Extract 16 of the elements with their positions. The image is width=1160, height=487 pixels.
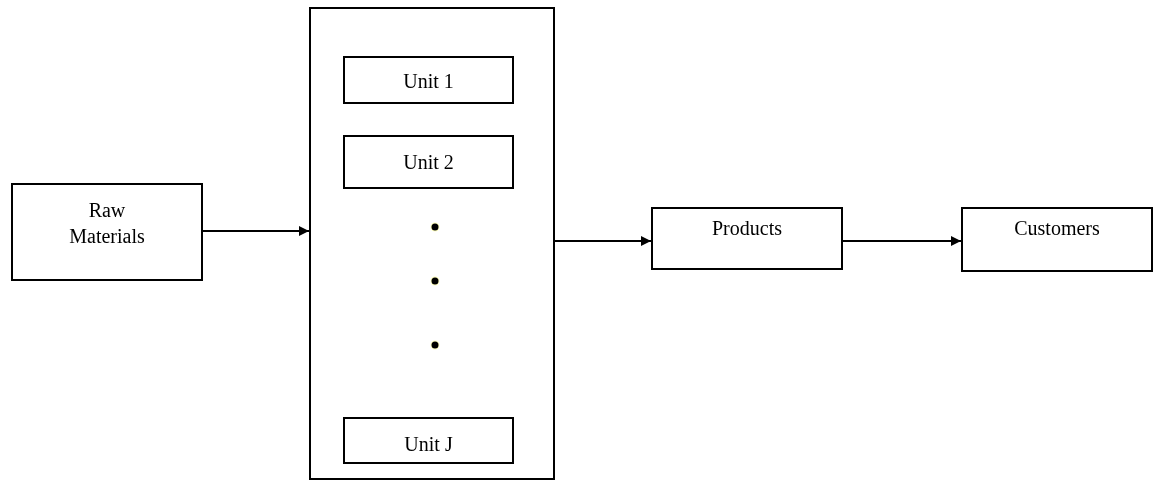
- arrow: [842, 236, 962, 246]
- node-label: Raw Materials: [68, 198, 146, 249]
- process-box: [651, 207, 843, 270]
- container-box: [309, 7, 555, 480]
- process-box: [343, 417, 514, 464]
- arrow: [554, 236, 652, 246]
- node-label: Products: [712, 216, 782, 241]
- node-label: Unit J: [404, 432, 453, 457]
- process-box: [961, 207, 1153, 272]
- node-label: Unit 2: [403, 150, 454, 175]
- process-box: [343, 56, 514, 104]
- node-label: Customers: [1014, 216, 1100, 241]
- process-box: [343, 135, 514, 189]
- arrow: [202, 226, 310, 236]
- node-label: Unit 1: [403, 69, 454, 94]
- process-box: [11, 183, 203, 281]
